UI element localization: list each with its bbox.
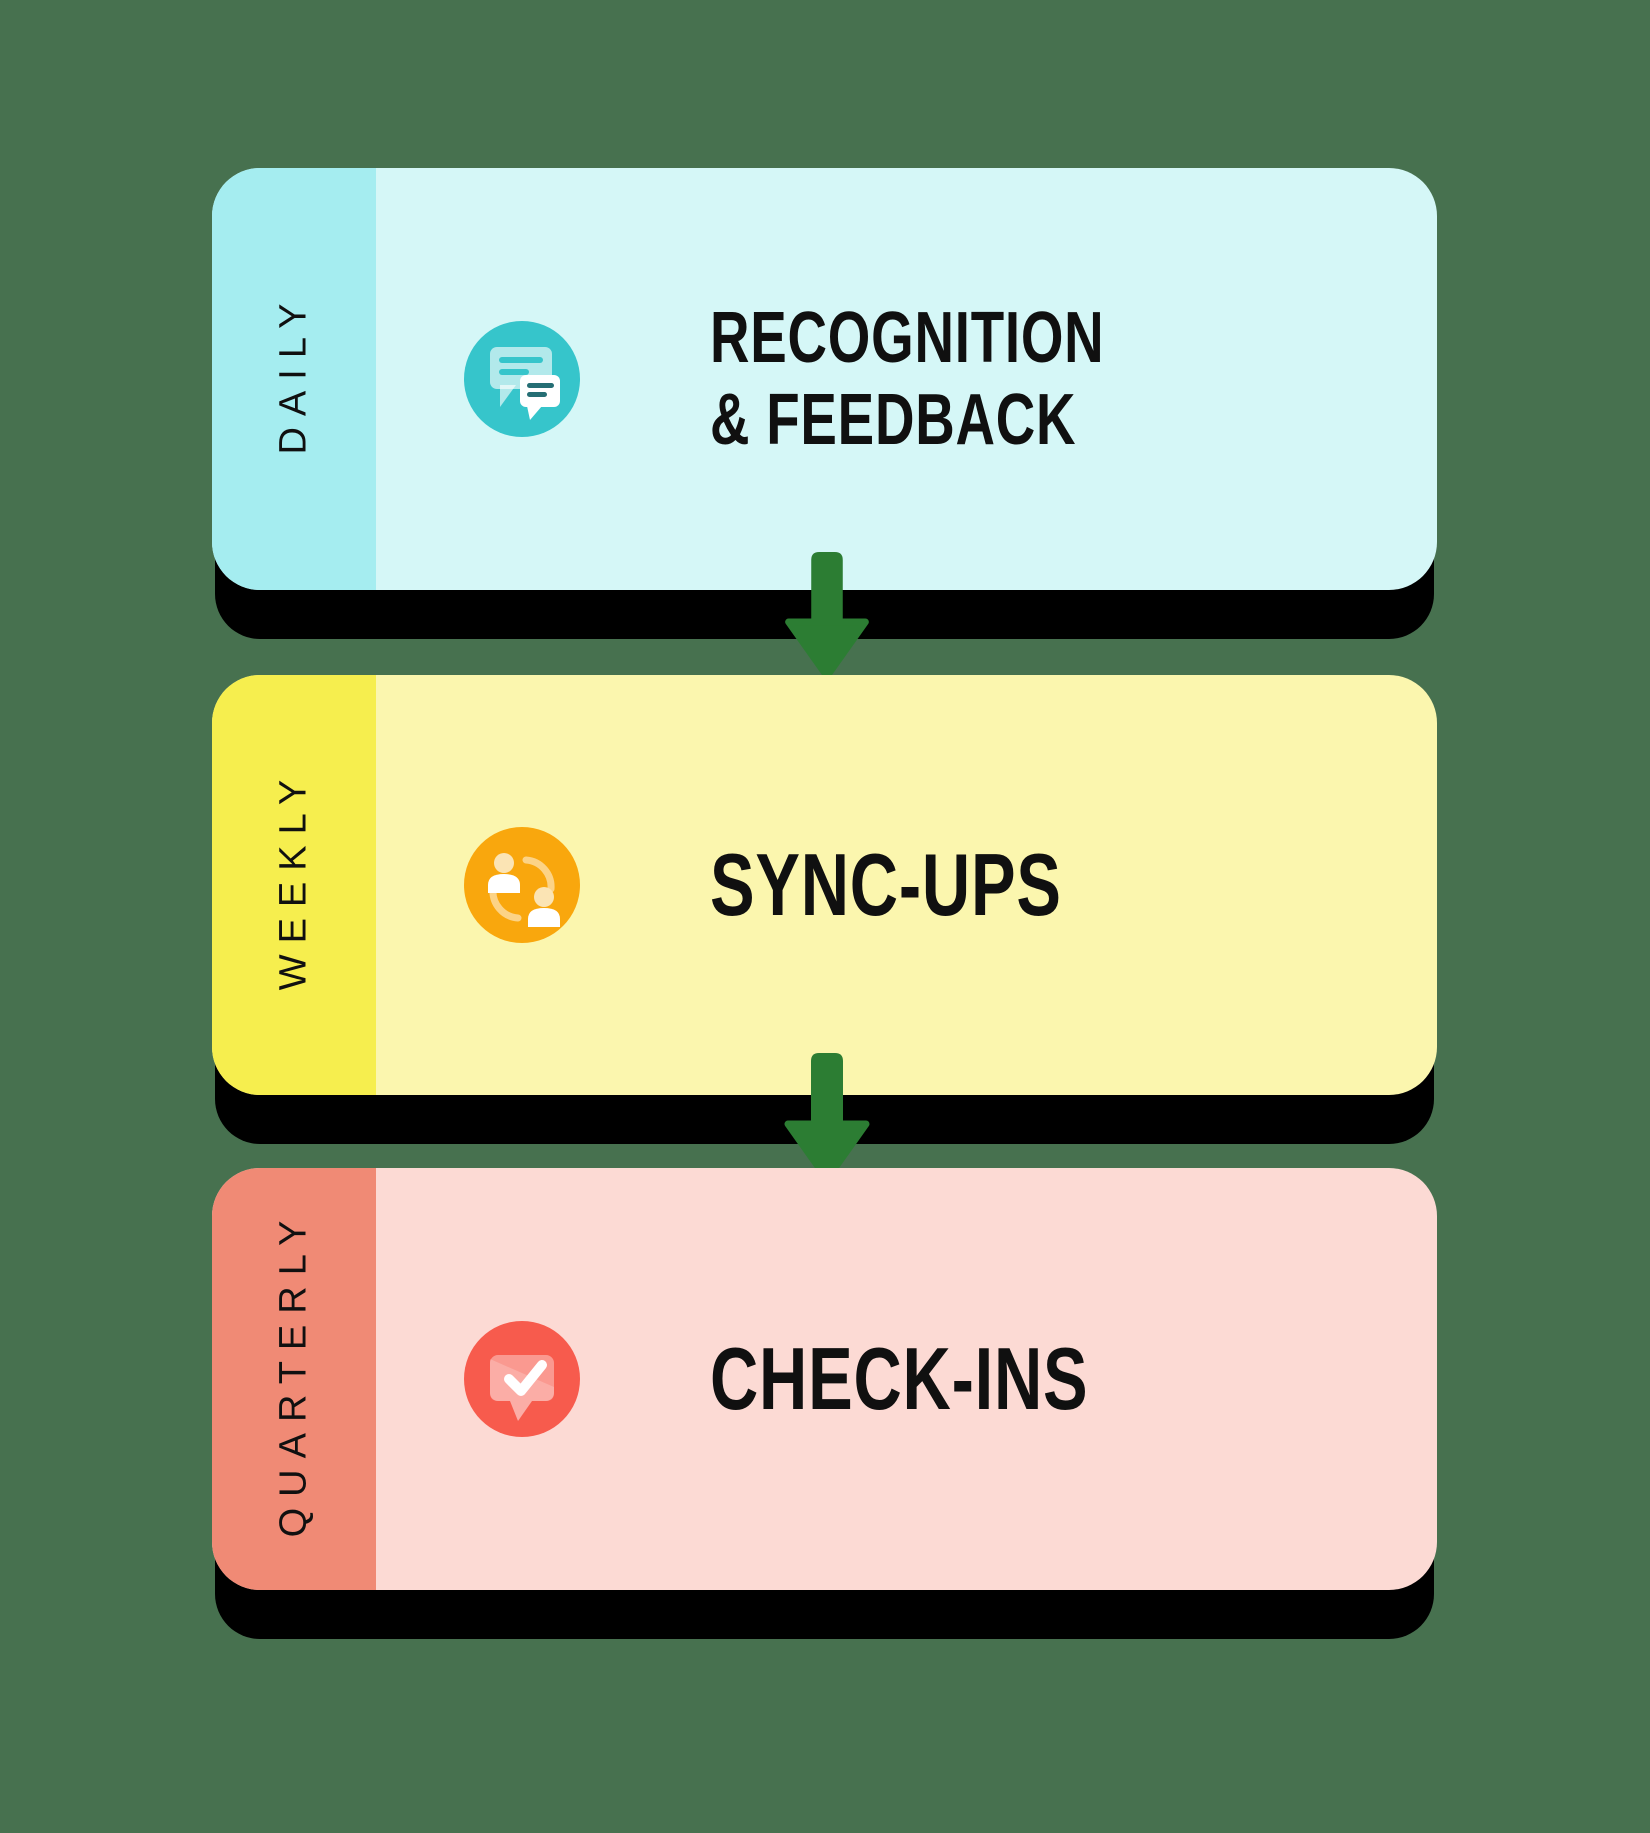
card-quarterly-strip: QUARTERLY — [212, 1168, 376, 1590]
down-arrow-icon — [781, 549, 873, 681]
down-arrow-icon — [781, 1049, 873, 1185]
check-bubble-icon — [464, 1321, 580, 1437]
title-line-1: SYNC-UPS — [710, 834, 1062, 934]
card-title-recognition-feedback: RECOGNITION & FEEDBACK — [710, 297, 1104, 461]
card-daily-strip: DAILY — [212, 168, 376, 590]
title-line-1: CHECK-INS — [710, 1328, 1089, 1428]
sync-people-icon — [464, 827, 580, 943]
card-quarterly: QUARTERLY CHECK-INS — [212, 1168, 1437, 1590]
title-line-2: & FEEDBACK — [710, 380, 1077, 460]
frequency-label-daily: DAILY — [272, 292, 315, 455]
card-weekly: WEEKLY SYNC-UPS — [212, 675, 1437, 1095]
card-daily: DAILY RECOGNITION & FEEDBACK — [212, 168, 1437, 590]
frequency-label-quarterly: QUARTERLY — [272, 1209, 315, 1538]
card-title-sync-ups: SYNC-UPS — [710, 835, 1062, 935]
chat-bubbles-icon — [464, 321, 580, 437]
card-title-check-ins: CHECK-INS — [710, 1329, 1088, 1429]
frequency-label-weekly: WEEKLY — [272, 768, 315, 991]
title-line-1: RECOGNITION — [710, 297, 1105, 378]
card-weekly-strip: WEEKLY — [212, 675, 376, 1095]
